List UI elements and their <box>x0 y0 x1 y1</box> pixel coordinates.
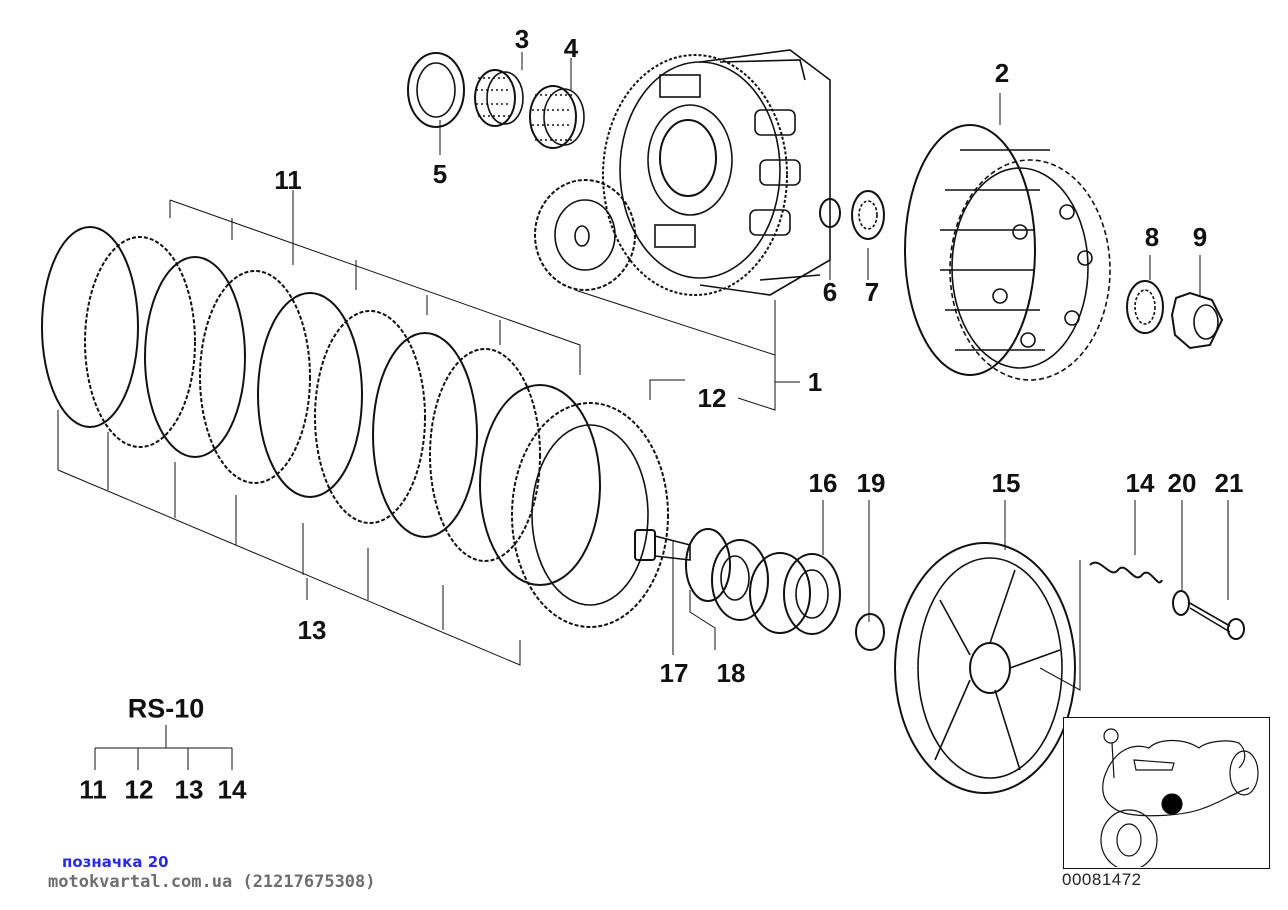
part-9-hex-nut[interactable] <box>1170 291 1224 350</box>
part-21-bolt[interactable] <box>1187 601 1245 640</box>
parts-kit-item[interactable]: 13 <box>174 774 204 805</box>
part-6-circlip[interactable] <box>819 198 841 228</box>
callout-13[interactable]: 13 <box>297 615 327 645</box>
callout-15[interactable]: 15 <box>991 468 1021 498</box>
callout-1[interactable]: 1 <box>807 367 823 397</box>
part-5-seal-ring[interactable] <box>407 52 465 128</box>
callout-5[interactable]: 5 <box>432 159 448 189</box>
callout-16[interactable]: 16 <box>808 468 838 498</box>
part-3-needle-bearing[interactable] <box>474 69 524 127</box>
callout-11[interactable]: 11 <box>274 165 302 195</box>
callout-20[interactable]: 20 <box>1167 468 1197 498</box>
part-4-needle-bearing[interactable] <box>529 85 585 149</box>
callout-18[interactable]: 18 <box>716 658 746 688</box>
callout-4[interactable]: 4 <box>563 33 579 63</box>
callout-6[interactable]: 6 <box>822 277 838 307</box>
callout-19[interactable]: 19 <box>856 468 886 498</box>
part-18-washers[interactable] <box>685 528 769 621</box>
leader-lines <box>57 52 1229 770</box>
motorcycle-locator-icon <box>1100 728 1259 871</box>
callout-7[interactable]: 7 <box>864 277 880 307</box>
callout-21[interactable]: 21 <box>1214 468 1244 498</box>
watermark-label: позначка 20 <box>62 853 169 871</box>
clutch-position-dot <box>1161 793 1183 815</box>
callout-17[interactable]: 17 <box>659 658 689 688</box>
callout-14[interactable]: 14 <box>1125 468 1155 498</box>
part-20-washer[interactable] <box>1172 590 1190 616</box>
part-16-ball-bearing[interactable] <box>749 552 841 635</box>
callout-12[interactable]: 12 <box>697 383 727 413</box>
part-19-circlip[interactable] <box>855 613 885 651</box>
watermark-site[interactable]: motokvartal.com.ua (21217675308) <box>48 872 376 892</box>
part-1-clutch-basket[interactable] <box>534 49 831 296</box>
part-17-bolt[interactable] <box>634 529 691 561</box>
callout-9[interactable]: 9 <box>1192 222 1208 252</box>
parts-kit-item[interactable]: 14 <box>217 774 247 805</box>
callout-2[interactable]: 2 <box>994 58 1010 88</box>
parts-kit-item[interactable]: 11 <box>79 774 107 805</box>
part-8-lock-washer[interactable] <box>1126 280 1164 334</box>
parts-kit-title[interactable]: RS-10 <box>127 693 205 724</box>
part-7-lock-washer[interactable] <box>851 190 885 240</box>
part-2-clutch-hub[interactable] <box>904 124 1111 381</box>
part-15-pressure-plate[interactable] <box>894 542 1076 794</box>
parts-kit-item[interactable]: 12 <box>124 774 154 805</box>
callout-8[interactable]: 8 <box>1144 222 1160 252</box>
clutch-plate-stack[interactable] <box>41 226 669 628</box>
diagram-reference-number: 00081472 <box>1062 870 1142 889</box>
callout-3[interactable]: 3 <box>514 24 530 54</box>
locator-inset <box>1063 717 1270 871</box>
part-14-spring[interactable] <box>1089 561 1163 584</box>
